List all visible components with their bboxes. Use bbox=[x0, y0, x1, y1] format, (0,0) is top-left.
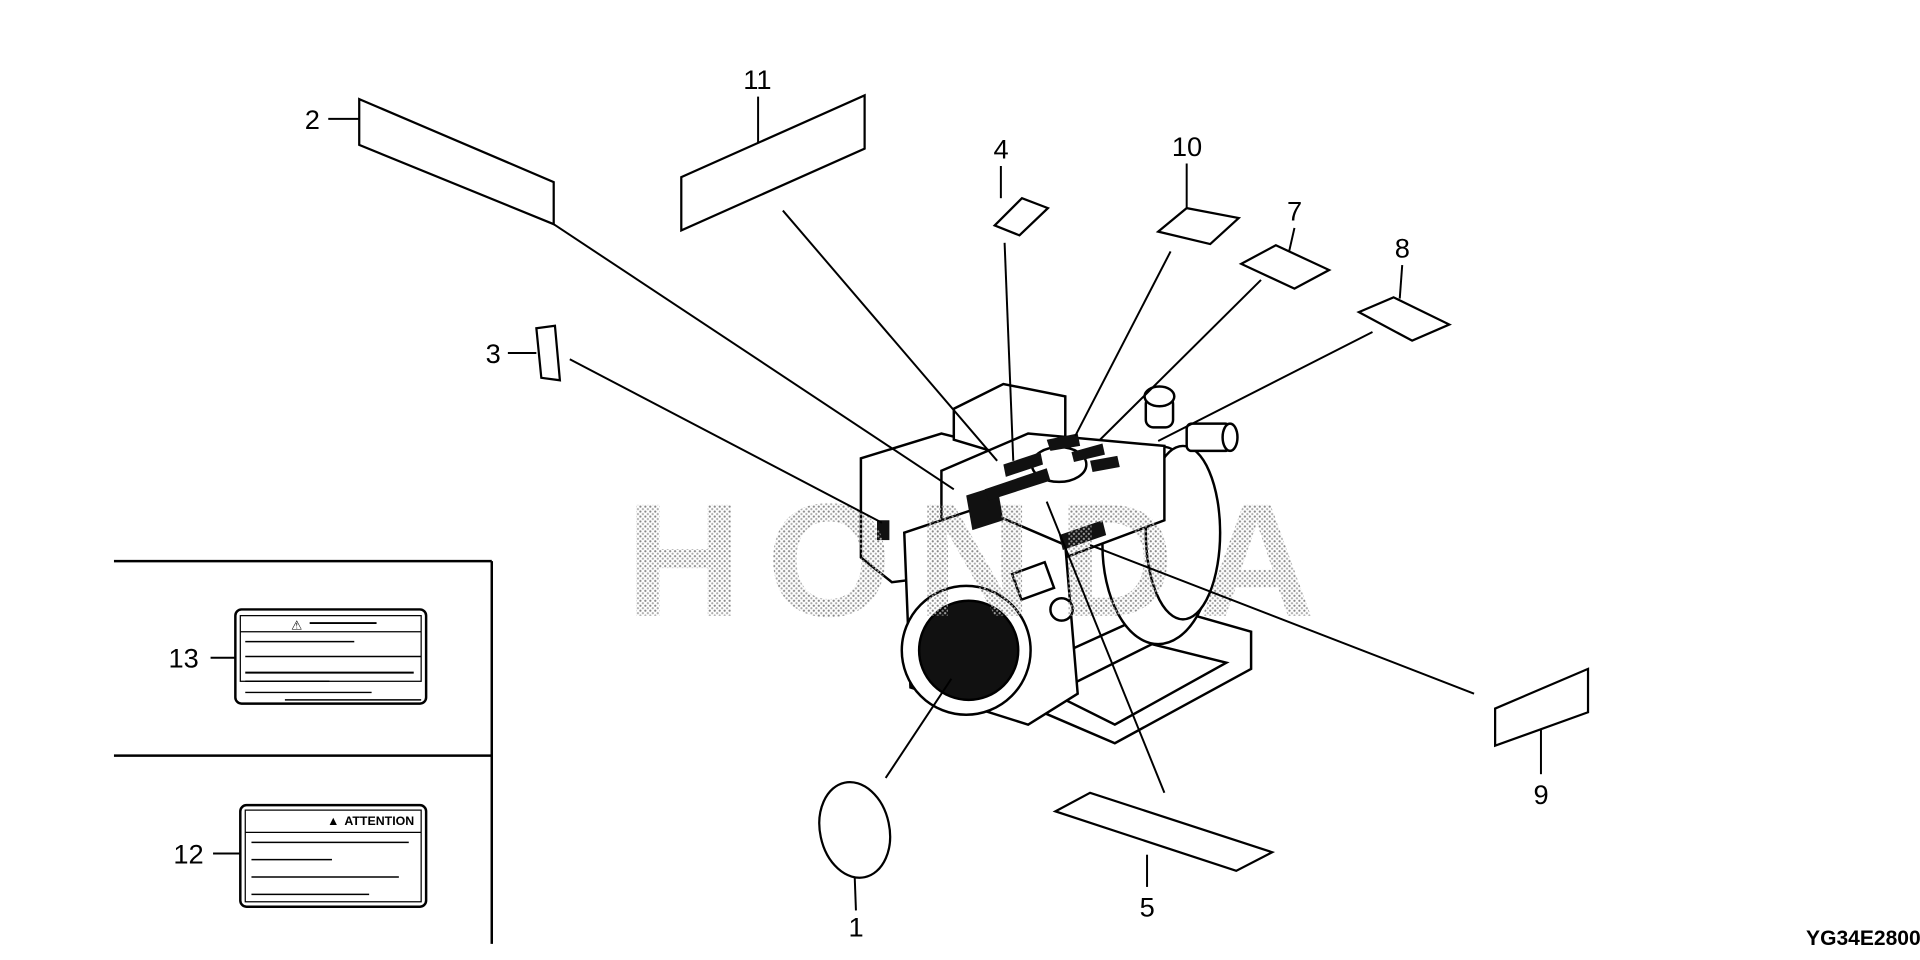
callout-9: 9 bbox=[1534, 779, 1549, 810]
sticker-7 bbox=[1238, 244, 1332, 290]
label-12-heading: ATTENTION bbox=[344, 814, 414, 828]
warning-icon: ⚠ bbox=[291, 618, 302, 632]
sticker-4 bbox=[992, 196, 1050, 237]
callout-11: 11 bbox=[743, 64, 771, 95]
diagram-code: YG34E2800D bbox=[1806, 927, 1920, 950]
sticker-5 bbox=[1052, 791, 1276, 873]
sticker-10 bbox=[1155, 206, 1242, 246]
callout-4: 4 bbox=[993, 134, 1008, 165]
sticker-8 bbox=[1356, 296, 1452, 342]
sticker-3 bbox=[535, 324, 562, 382]
honda-watermark: HONDA bbox=[626, 471, 1340, 651]
inset-panel bbox=[113, 559, 494, 944]
callout-8: 8 bbox=[1395, 233, 1410, 264]
sticker-13: ⚠ bbox=[234, 608, 428, 705]
callout-10: 10 bbox=[1172, 131, 1202, 162]
callout-5: 5 bbox=[1140, 892, 1155, 923]
callout-1: 1 bbox=[849, 911, 864, 942]
leader-lines bbox=[328, 96, 1542, 911]
sticker-11 bbox=[680, 93, 866, 233]
callout-2: 2 bbox=[305, 104, 320, 135]
warning-icon: ▲ bbox=[327, 814, 339, 828]
sticker-9 bbox=[1494, 667, 1590, 748]
water-pump-engine bbox=[859, 382, 1253, 745]
callout-12: 12 bbox=[173, 838, 203, 869]
sticker-1 bbox=[818, 781, 892, 879]
air-intake-opening bbox=[917, 599, 1020, 702]
callout-13: 13 bbox=[168, 643, 198, 674]
callout-3: 3 bbox=[486, 338, 501, 369]
sticker-2 bbox=[358, 97, 555, 226]
sticker-12: ▲ ATTENTION bbox=[239, 803, 428, 908]
callout-7: 7 bbox=[1287, 195, 1302, 226]
